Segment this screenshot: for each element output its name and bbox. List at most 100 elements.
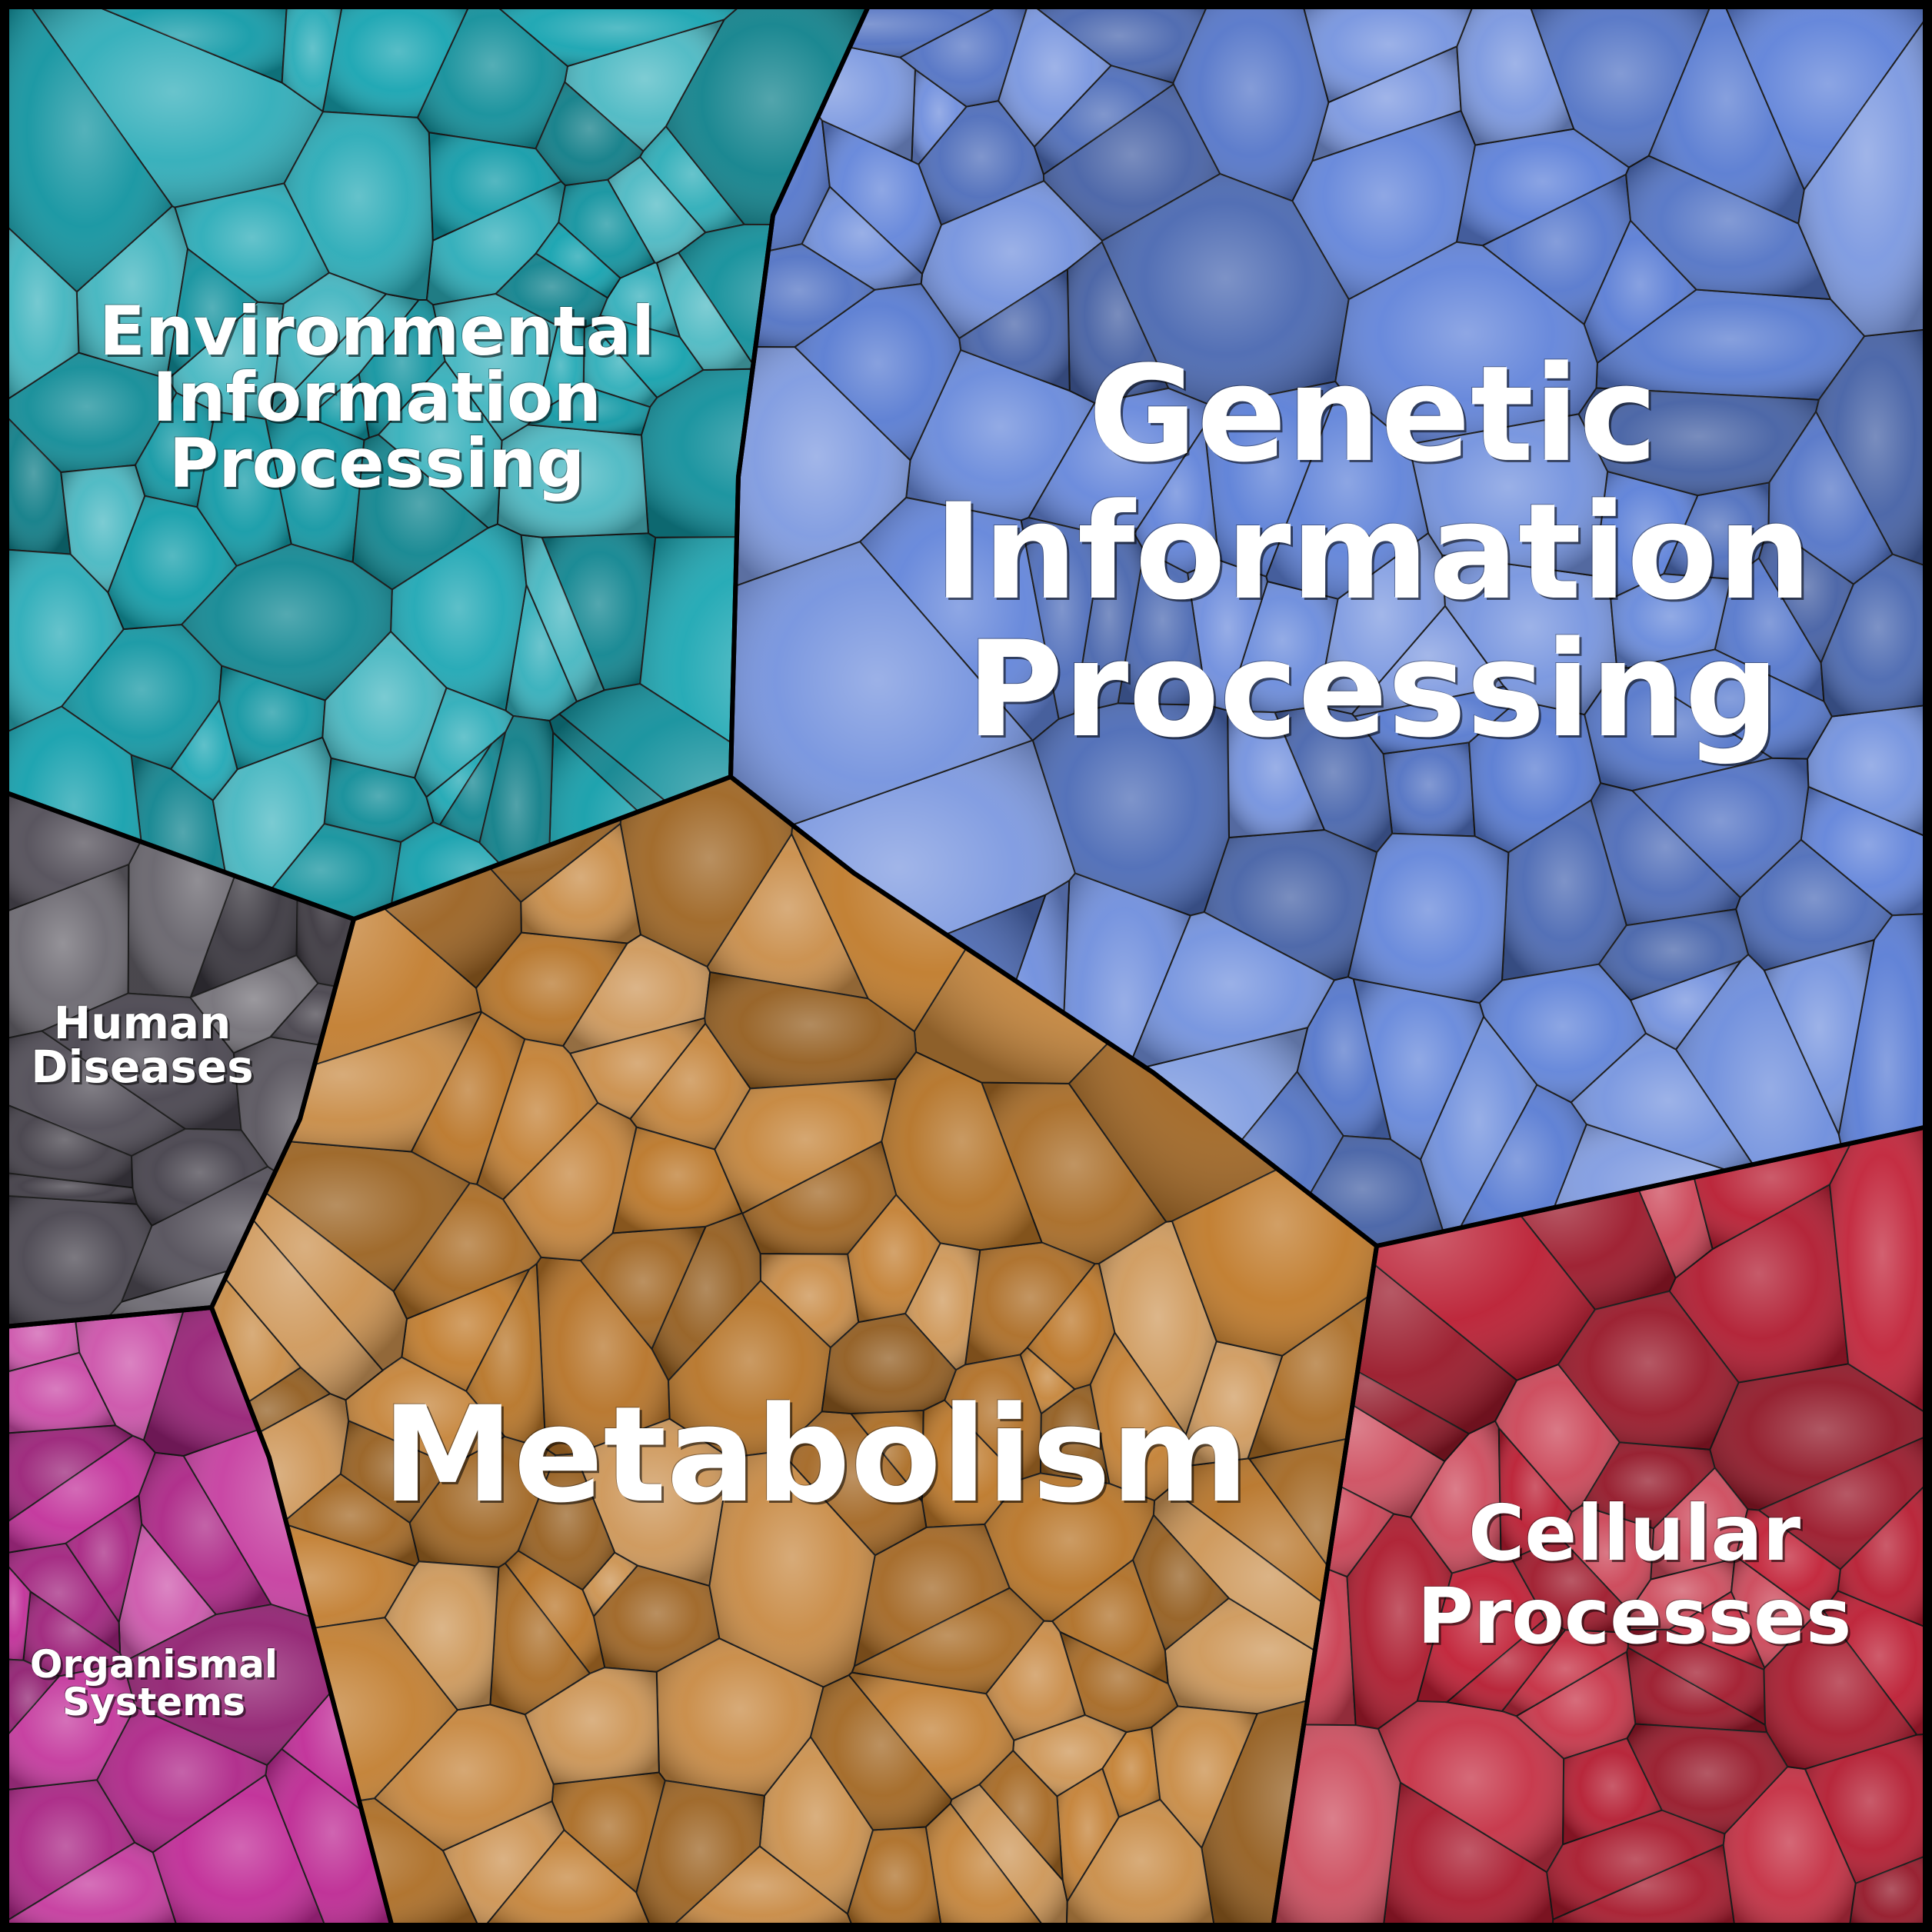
voronoi-cell-gloss xyxy=(5,548,124,737)
voronoi-cell-gloss xyxy=(950,1784,1068,1927)
voronoi-cell-gloss xyxy=(1057,1768,1119,1902)
voronoi-cell-gloss xyxy=(906,350,1095,521)
voronoi-cell-gloss xyxy=(1204,830,1377,981)
voronoi-cell-gloss xyxy=(1382,1782,1554,1927)
voronoi-cell-gloss xyxy=(1581,1442,1715,1529)
voronoi-cell-gloss xyxy=(322,5,474,118)
voronoi-cell-gloss xyxy=(271,272,386,415)
voronoi-cell-gloss xyxy=(374,1704,554,1851)
voronoi-cell-gloss xyxy=(1648,5,1804,224)
voronoi-cell-gloss xyxy=(1133,1514,1229,1651)
voronoi-cell-gloss xyxy=(1188,560,1268,711)
voronoi-cell-gloss xyxy=(1630,961,1741,1050)
voronoi-cell-gloss xyxy=(900,5,1029,107)
voronoi-cell-gloss xyxy=(821,1313,956,1414)
voronoi-cell-gloss xyxy=(409,1436,556,1567)
voronoi-cell-gloss xyxy=(1571,1033,1765,1183)
voronoi-cell-gloss xyxy=(1714,558,1824,701)
voronoi-cell-gloss xyxy=(1584,668,1773,791)
voronoi-cell-gloss xyxy=(481,1830,655,1927)
voronoi-cell-gloss xyxy=(1584,220,1697,363)
voronoi-cell-gloss xyxy=(1043,84,1221,242)
voronoi-cell-gloss xyxy=(636,1780,764,1927)
voronoi-cell-gloss xyxy=(1731,1556,1816,1668)
voronoi-cell-gloss xyxy=(5,1664,135,1791)
voronoi-cell-gloss xyxy=(1027,5,1211,83)
voronoi-cell-gloss xyxy=(1266,386,1428,599)
voronoi-cell-gloss xyxy=(1447,1619,1566,1711)
voronoi-cell-gloss xyxy=(612,1127,742,1234)
voronoi-cell-gloss xyxy=(1551,1844,1736,1927)
voronoi-cell-gloss xyxy=(525,1667,659,1784)
voronoi-cell-gloss xyxy=(925,1804,1051,1927)
voronoi-cell-gloss xyxy=(497,425,648,538)
voronoi-cell-gloss xyxy=(551,1772,665,1893)
voronoi-cell-gloss xyxy=(620,777,798,967)
voronoi-cell-gloss xyxy=(801,186,923,290)
voronoi-cell-gloss xyxy=(1408,414,1608,576)
voronoi-cell-gloss xyxy=(1723,1767,1856,1927)
voronoi-cell-gloss xyxy=(171,700,238,801)
voronoi-cell-gloss xyxy=(921,1400,1021,1527)
voronoi-cell-gloss xyxy=(166,248,258,380)
voronoi-cell-gloss xyxy=(5,1031,186,1157)
voronoi-cell-gloss xyxy=(5,1780,135,1927)
voronoi-cell-gloss xyxy=(1457,5,1574,145)
voronoi-cell-gloss xyxy=(118,1524,216,1662)
voronoi-cell-gloss xyxy=(854,1524,1010,1667)
voronoi-cell-gloss xyxy=(1127,912,1334,1072)
voronoi-cell-gloss xyxy=(518,1454,615,1590)
voronoi-cell-gloss xyxy=(981,1082,1167,1264)
voronoi-cell-gloss xyxy=(1353,978,1484,1160)
voronoi-cell-gloss xyxy=(1736,839,1893,971)
voronoi-cell-gloss xyxy=(1596,289,1865,400)
voronoi-cell-gloss xyxy=(1516,1651,1636,1759)
voronoi-cell-gloss xyxy=(1040,1384,1110,1484)
voronoi-cell-gloss xyxy=(1479,964,1646,1103)
voronoi-cell-gloss xyxy=(385,1561,499,1710)
voronoi-cell-gloss xyxy=(340,1421,452,1523)
voronoi-cell-gloss xyxy=(168,301,284,419)
voronoi-cell-gloss xyxy=(731,346,911,591)
voronoi-cell-gloss xyxy=(1798,5,1927,336)
voronoi-cell-gloss xyxy=(1501,1630,1629,1717)
voronoi-cell-gloss xyxy=(477,1039,598,1200)
voronoi-cell-gloss xyxy=(152,1774,329,1927)
voronoi-cell-gloss xyxy=(1021,518,1104,719)
voronoi-cell-gloss xyxy=(308,374,369,441)
voronoi-cell-gloss xyxy=(921,181,1103,339)
voronoi-cell-gloss xyxy=(904,1243,981,1371)
voronoi-cell-gloss xyxy=(62,625,222,769)
voronoi-cell-gloss xyxy=(1816,328,1927,569)
voronoi-cell-gloss xyxy=(476,932,628,1047)
voronoi-cell-gloss xyxy=(1632,758,1809,898)
voronoi-cell-gloss xyxy=(715,1078,897,1214)
voronoi-cell-gloss xyxy=(1101,174,1349,406)
voronoi-cell-gloss xyxy=(5,1194,152,1327)
voronoi-cell-gloss xyxy=(1417,1559,1546,1703)
voronoi-cell-gloss xyxy=(265,1748,392,1927)
voronoi-cell-gloss xyxy=(668,1281,831,1458)
voronoi-cell-gloss xyxy=(1273,1724,1401,1927)
voronoi-cell-gloss xyxy=(1134,426,1219,574)
voronoi-cell-gloss xyxy=(265,415,365,562)
voronoi-cell-gloss xyxy=(42,993,242,1131)
voronoi-cell-gloss xyxy=(135,392,215,508)
voronoi-cell-gloss xyxy=(23,1591,125,1677)
voronoi-cell-gloss xyxy=(580,1226,706,1349)
voronoi-cell-gloss xyxy=(528,385,651,435)
voronoi-cell-gloss xyxy=(1118,550,1208,705)
voronoi-cell-gloss xyxy=(426,181,565,305)
voronoi-cell-gloss xyxy=(1060,1631,1178,1733)
voronoi-cell-gloss xyxy=(1032,703,1229,916)
voronoi-cell-gloss xyxy=(780,1411,927,1556)
voronoi-cell-gloss xyxy=(1274,706,1393,853)
voronoi-cell-gloss xyxy=(76,206,188,378)
voronoi-cell-gloss xyxy=(1594,471,1698,599)
voronoi-cell-gloss xyxy=(65,1495,142,1622)
voronoi-cell-gloss xyxy=(271,294,419,418)
voronoi-cell-gloss xyxy=(1720,5,1927,190)
voronoi-cell-gloss xyxy=(108,495,237,630)
voronoi-cell-gloss xyxy=(1442,555,1617,715)
